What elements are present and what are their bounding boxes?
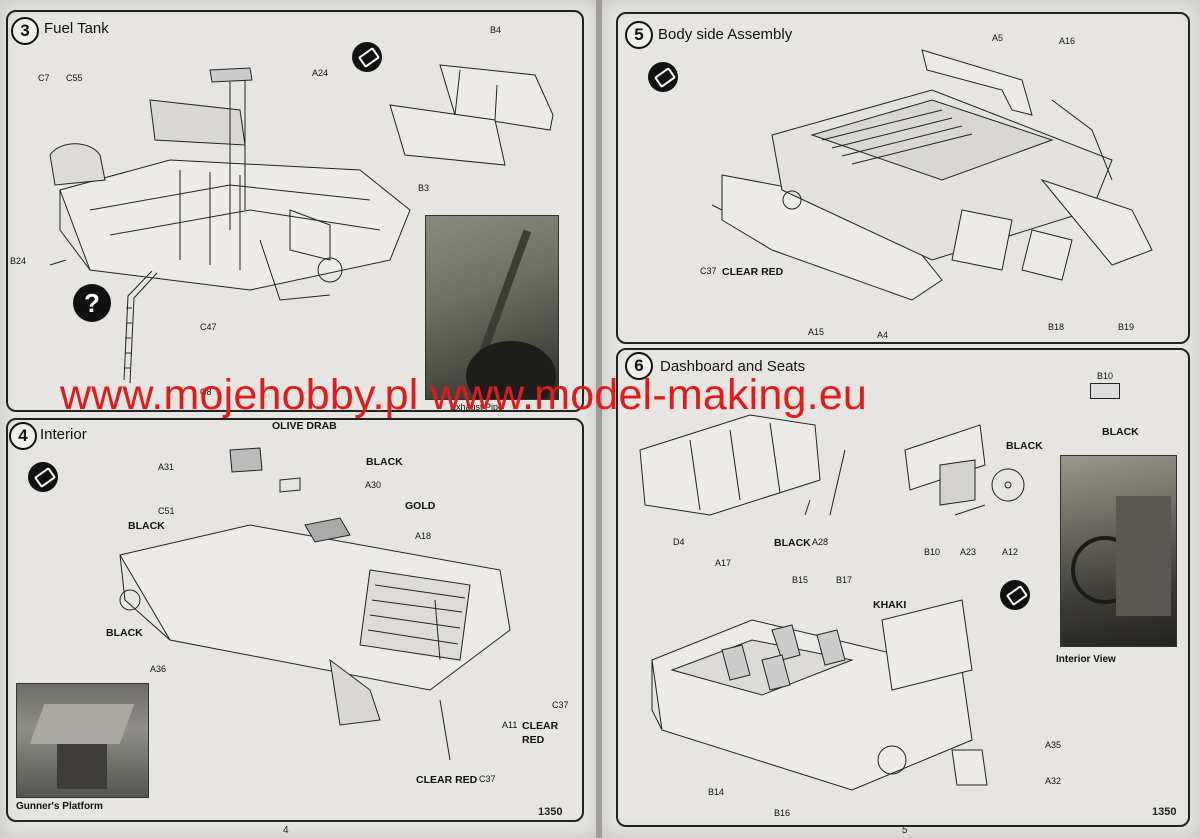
part-label-c47: C47 bbox=[200, 322, 217, 332]
part-label-b15: B15 bbox=[792, 575, 809, 585]
step5-spacer bbox=[1012, 300, 1182, 340]
paint-label-black-a28: BLACK bbox=[774, 537, 811, 549]
paint-label-gold: GOLD bbox=[405, 500, 436, 512]
part-label-a16: A16 bbox=[1059, 36, 1076, 46]
interior-view-caption: Interior View bbox=[1056, 654, 1116, 665]
part-label-a30: A30 bbox=[365, 480, 382, 490]
watermark-text: www.mojehobby.pl www.model-making.eu bbox=[60, 371, 868, 419]
part-label-b10-top: B10 bbox=[1097, 371, 1114, 381]
step3-panel bbox=[6, 10, 584, 412]
step5-title: Body side Assembly bbox=[658, 26, 793, 43]
part-label-b3: B3 bbox=[418, 183, 430, 193]
paint-bucket-icon bbox=[648, 62, 678, 92]
part-label-c51: C51 bbox=[158, 506, 175, 516]
paint-label-khaki: KHAKI bbox=[873, 599, 907, 611]
paint-bucket-icon bbox=[1000, 580, 1030, 610]
part-label-a36: A36 bbox=[150, 664, 167, 674]
exhaust-pipe-drawing bbox=[112, 268, 162, 398]
gunners-platform-caption: Gunner's Platform bbox=[16, 801, 103, 812]
part-label-a23: A23 bbox=[960, 547, 977, 557]
part-label-c7: C7 bbox=[38, 73, 50, 83]
part-label-b18: B18 bbox=[1048, 322, 1065, 332]
part-label-a28: A28 bbox=[812, 537, 829, 547]
part-label-a32: A32 bbox=[1045, 776, 1062, 786]
page-number-left: 4 bbox=[283, 825, 289, 836]
paint-label-black-b10: BLACK bbox=[1102, 426, 1139, 438]
part-label-a15: A15 bbox=[808, 327, 825, 337]
step6-panel bbox=[616, 348, 1190, 827]
seats-chassis-drawing bbox=[642, 600, 1002, 800]
part-label-c37-right: C37 bbox=[552, 700, 569, 710]
part-label-c37-bottom: C37 bbox=[479, 774, 496, 784]
question-mark-icon: ? bbox=[73, 284, 111, 322]
paint-label-clear-red: CLEAR RED bbox=[722, 266, 784, 278]
product-code-left: 1350 bbox=[538, 806, 563, 818]
part-label-a31: A31 bbox=[158, 462, 175, 472]
part-label-a35: A35 bbox=[1045, 740, 1062, 750]
part-label-b17: B17 bbox=[836, 575, 853, 585]
part-label-a18: A18 bbox=[415, 531, 432, 541]
interior-view-photo bbox=[1060, 455, 1177, 647]
part-label-b10: B10 bbox=[924, 547, 941, 557]
step4-number: 4 bbox=[9, 422, 37, 450]
part-label-a11: A11 bbox=[502, 720, 518, 730]
step4-panel bbox=[6, 418, 584, 822]
part-label-c8: C8 bbox=[200, 387, 212, 397]
part-label-c37: C37 bbox=[700, 266, 717, 276]
step6-number: 6 bbox=[625, 352, 653, 380]
b10-part-preview bbox=[1090, 383, 1120, 399]
part-label-b19: B19 bbox=[1118, 322, 1135, 332]
paint-label-clear: CLEAR bbox=[522, 720, 559, 732]
paint-label-black-c51: BLACK bbox=[128, 520, 165, 532]
step4-title: Interior bbox=[40, 426, 87, 443]
part-label-c55: C55 bbox=[66, 73, 83, 83]
left-page: 3 Fuel Tank ? C7 C55 A24 B4 B3 B24 C47 C… bbox=[0, 0, 598, 838]
part-label-a17: A17 bbox=[715, 558, 732, 568]
paint-bucket-icon bbox=[352, 42, 382, 72]
fuel-tank-chassis-drawing bbox=[30, 60, 430, 320]
step6-title: Dashboard and Seats bbox=[660, 358, 806, 375]
part-label-b4: B4 bbox=[490, 25, 502, 35]
exhaust-pipe-photo bbox=[425, 215, 559, 400]
paint-label-red: RED bbox=[522, 734, 545, 746]
book-gutter bbox=[596, 0, 604, 838]
part-label-b14: B14 bbox=[708, 787, 725, 797]
interior-chassis-drawing bbox=[110, 440, 560, 740]
step5-number: 5 bbox=[625, 21, 653, 49]
product-code-right: 1350 bbox=[1152, 806, 1177, 818]
part-label-a12: A12 bbox=[1002, 547, 1019, 557]
right-page: 5 Body side Assembly A5 A16 C37 CLEAR RE… bbox=[602, 0, 1200, 838]
dashboard-parts-drawing bbox=[630, 405, 1060, 555]
part-label-d4: D4 bbox=[673, 537, 685, 547]
exhaust-pipe-caption: Exhaust Pipe bbox=[450, 402, 504, 412]
paint-label-black-wheel: BLACK bbox=[1006, 440, 1043, 452]
paint-label-olive-drab: OLIVE DRAB bbox=[272, 420, 337, 432]
gunners-platform-photo bbox=[16, 683, 149, 798]
part-label-a24: A24 bbox=[312, 68, 329, 78]
paint-label-black-a30: BLACK bbox=[366, 456, 403, 468]
step5-panel bbox=[616, 12, 1190, 344]
paint-bucket-icon bbox=[28, 462, 58, 492]
step3-title: Fuel Tank bbox=[44, 20, 109, 37]
body-side-drawing bbox=[712, 40, 1152, 310]
page-number-right: 5 bbox=[902, 825, 908, 836]
part-label-a4: A4 bbox=[877, 330, 889, 340]
fuel-tank-parts-drawing bbox=[385, 45, 555, 185]
paint-label-clear-red: CLEAR RED bbox=[416, 774, 478, 786]
part-label-a5: A5 bbox=[992, 33, 1004, 43]
paint-label-black-left: BLACK bbox=[106, 627, 143, 639]
part-label-b16: B16 bbox=[774, 808, 791, 818]
step3-number: 3 bbox=[11, 17, 39, 45]
part-label-b24: B24 bbox=[10, 256, 27, 266]
